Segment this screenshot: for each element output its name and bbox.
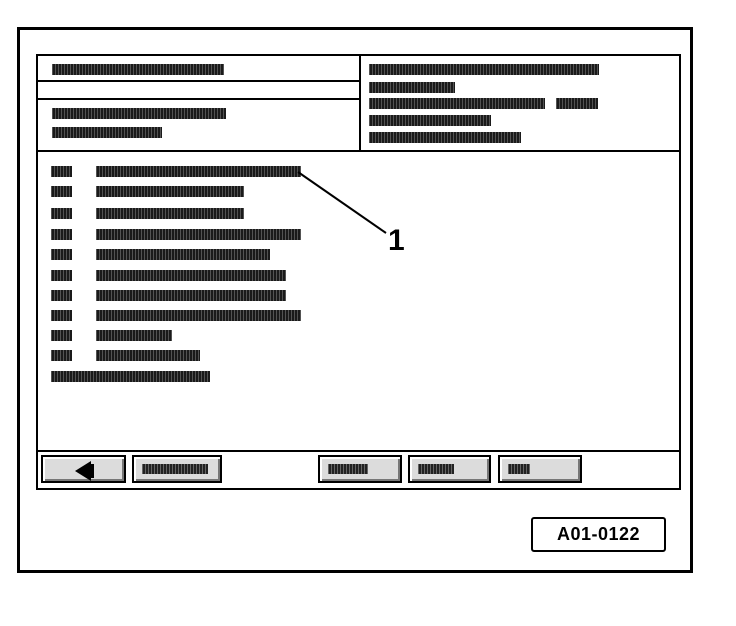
toolbar-button-2[interactable]	[132, 455, 222, 483]
list-item-label[interactable]	[96, 229, 301, 240]
list-item-label[interactable]	[96, 270, 286, 281]
header-title-row	[38, 56, 359, 82]
list-footer-text	[51, 371, 210, 382]
header-title-text	[52, 64, 224, 75]
tester-screen	[36, 54, 681, 490]
header-right-line-4	[369, 115, 491, 126]
header-line-1	[52, 108, 226, 119]
bottom-toolbar	[38, 450, 679, 488]
toolbar-button-3[interactable]	[318, 455, 402, 483]
header-right-line-5	[369, 132, 521, 143]
list-item-code[interactable]	[51, 310, 72, 321]
toolbar-button-2-label	[142, 464, 208, 474]
list-item-code[interactable]	[51, 229, 72, 240]
header-right-line-3	[369, 98, 545, 109]
list-item-code[interactable]	[51, 208, 72, 219]
list-item-code[interactable]	[51, 270, 72, 281]
back-button[interactable]	[41, 455, 126, 483]
list-item-label[interactable]	[96, 350, 200, 361]
header-right-panel	[361, 56, 679, 152]
callout-number: 1	[388, 224, 405, 257]
list-item-label[interactable]	[96, 330, 172, 341]
reference-code-box: A01-0122	[531, 517, 666, 552]
list-item-label[interactable]	[96, 208, 244, 219]
toolbar-button-5-label	[508, 464, 530, 474]
list-item-label[interactable]	[96, 166, 301, 177]
header-right-line-3b	[556, 98, 598, 109]
list-item-code[interactable]	[51, 166, 72, 177]
list-item-code[interactable]	[51, 186, 72, 197]
header-right-line-1	[369, 64, 599, 75]
list-item-label[interactable]	[96, 310, 301, 321]
toolbar-button-3-label	[328, 464, 368, 474]
toolbar-button-4[interactable]	[408, 455, 491, 483]
toolbar-button-5[interactable]	[498, 455, 582, 483]
list-item-label[interactable]	[96, 186, 244, 197]
header-right-line-2	[369, 82, 455, 93]
list-item-code[interactable]	[51, 249, 72, 260]
list-item-label[interactable]	[96, 290, 286, 301]
list-item-code[interactable]	[51, 290, 72, 301]
header-left-panel	[38, 56, 361, 152]
list-item-label[interactable]	[96, 249, 270, 260]
header-line-2	[52, 127, 162, 138]
toolbar-button-4-label	[418, 464, 454, 474]
list-item-code[interactable]	[51, 350, 72, 361]
header-blank-row	[38, 82, 359, 100]
list-item-code[interactable]	[51, 330, 72, 341]
